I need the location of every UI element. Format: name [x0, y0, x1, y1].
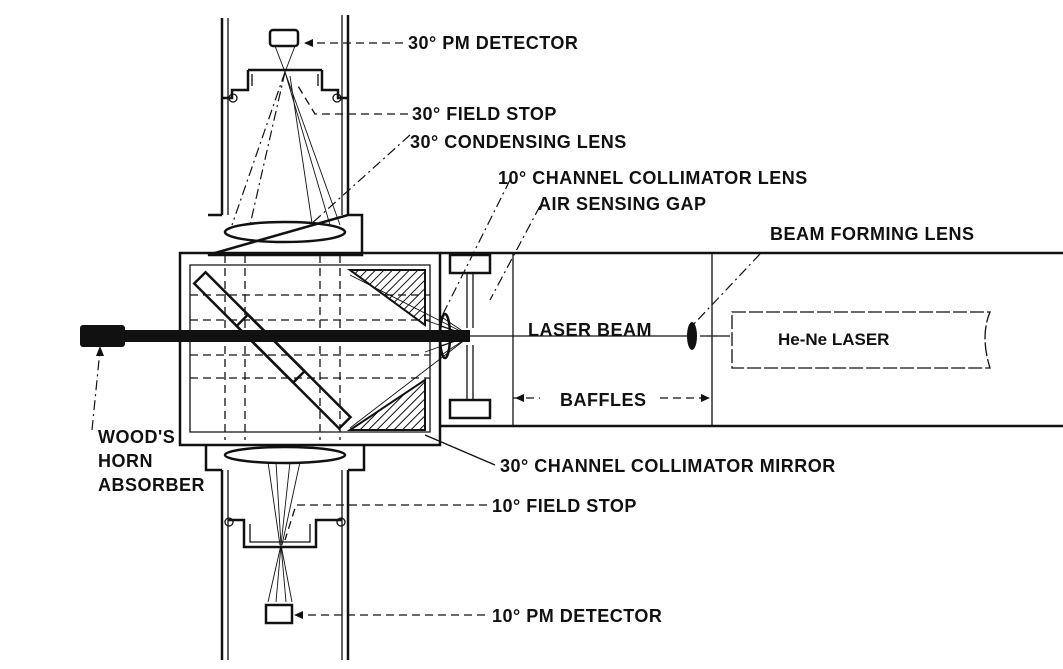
- label-air-sensing-gap: AIR SENSING GAP: [538, 194, 707, 214]
- collimator-mirror-lower: [346, 378, 426, 431]
- main-beam: [80, 325, 730, 347]
- baffle-tube: [440, 251, 1063, 428]
- collimator-lens-10: [438, 312, 452, 360]
- label-30-pm-detector: 30° PM DETECTOR: [408, 33, 578, 53]
- air-sensing-gap: [448, 253, 492, 420]
- label-beam-forming-lens: BEAM FORMING LENS: [770, 224, 975, 244]
- lower-tube: [204, 445, 366, 660]
- label-woods-line1: WOOD'S: [98, 427, 175, 447]
- pm-detector-10-icon: [264, 603, 294, 625]
- leader-lines: [91, 39, 761, 619]
- upper-tube: [207, 15, 364, 257]
- label-laser-beam: LASER BEAM: [528, 320, 652, 340]
- label-baffles: BAFFLES: [560, 390, 647, 410]
- rays-10: [267, 461, 301, 603]
- label-10-field-stop: 10° FIELD STOP: [492, 496, 637, 516]
- label-10-pm-detector: 10° PM DETECTOR: [492, 606, 662, 626]
- rays-30: [231, 45, 341, 226]
- beam-forming-lens: [687, 322, 697, 350]
- label-he-ne-laser: He-Ne LASER: [778, 330, 889, 349]
- label-woods-line2: HORN: [98, 451, 153, 471]
- field-stop-30: [222, 68, 348, 103]
- main-housing: [178, 251, 442, 447]
- focus-fan: [349, 274, 471, 429]
- he-ne-laser-box: [731, 311, 991, 369]
- pm-detector-30-icon: [268, 28, 300, 48]
- label-30-collimator-mirror: 30° CHANNEL COLLIMATOR MIRROR: [500, 456, 836, 476]
- condensing-lens-30: [223, 220, 347, 244]
- label-10-collimator-lens: 10° CHANNEL COLLIMATOR LENS: [498, 168, 808, 188]
- collimator-mirror-upper: [346, 269, 426, 327]
- label-30-condensing-lens: 30° CONDENSING LENS: [410, 132, 627, 152]
- label-30-field-stop: 30° FIELD STOP: [412, 104, 557, 124]
- beam-splitter: [192, 270, 353, 431]
- label-woods-line3: ABSORBER: [98, 475, 205, 495]
